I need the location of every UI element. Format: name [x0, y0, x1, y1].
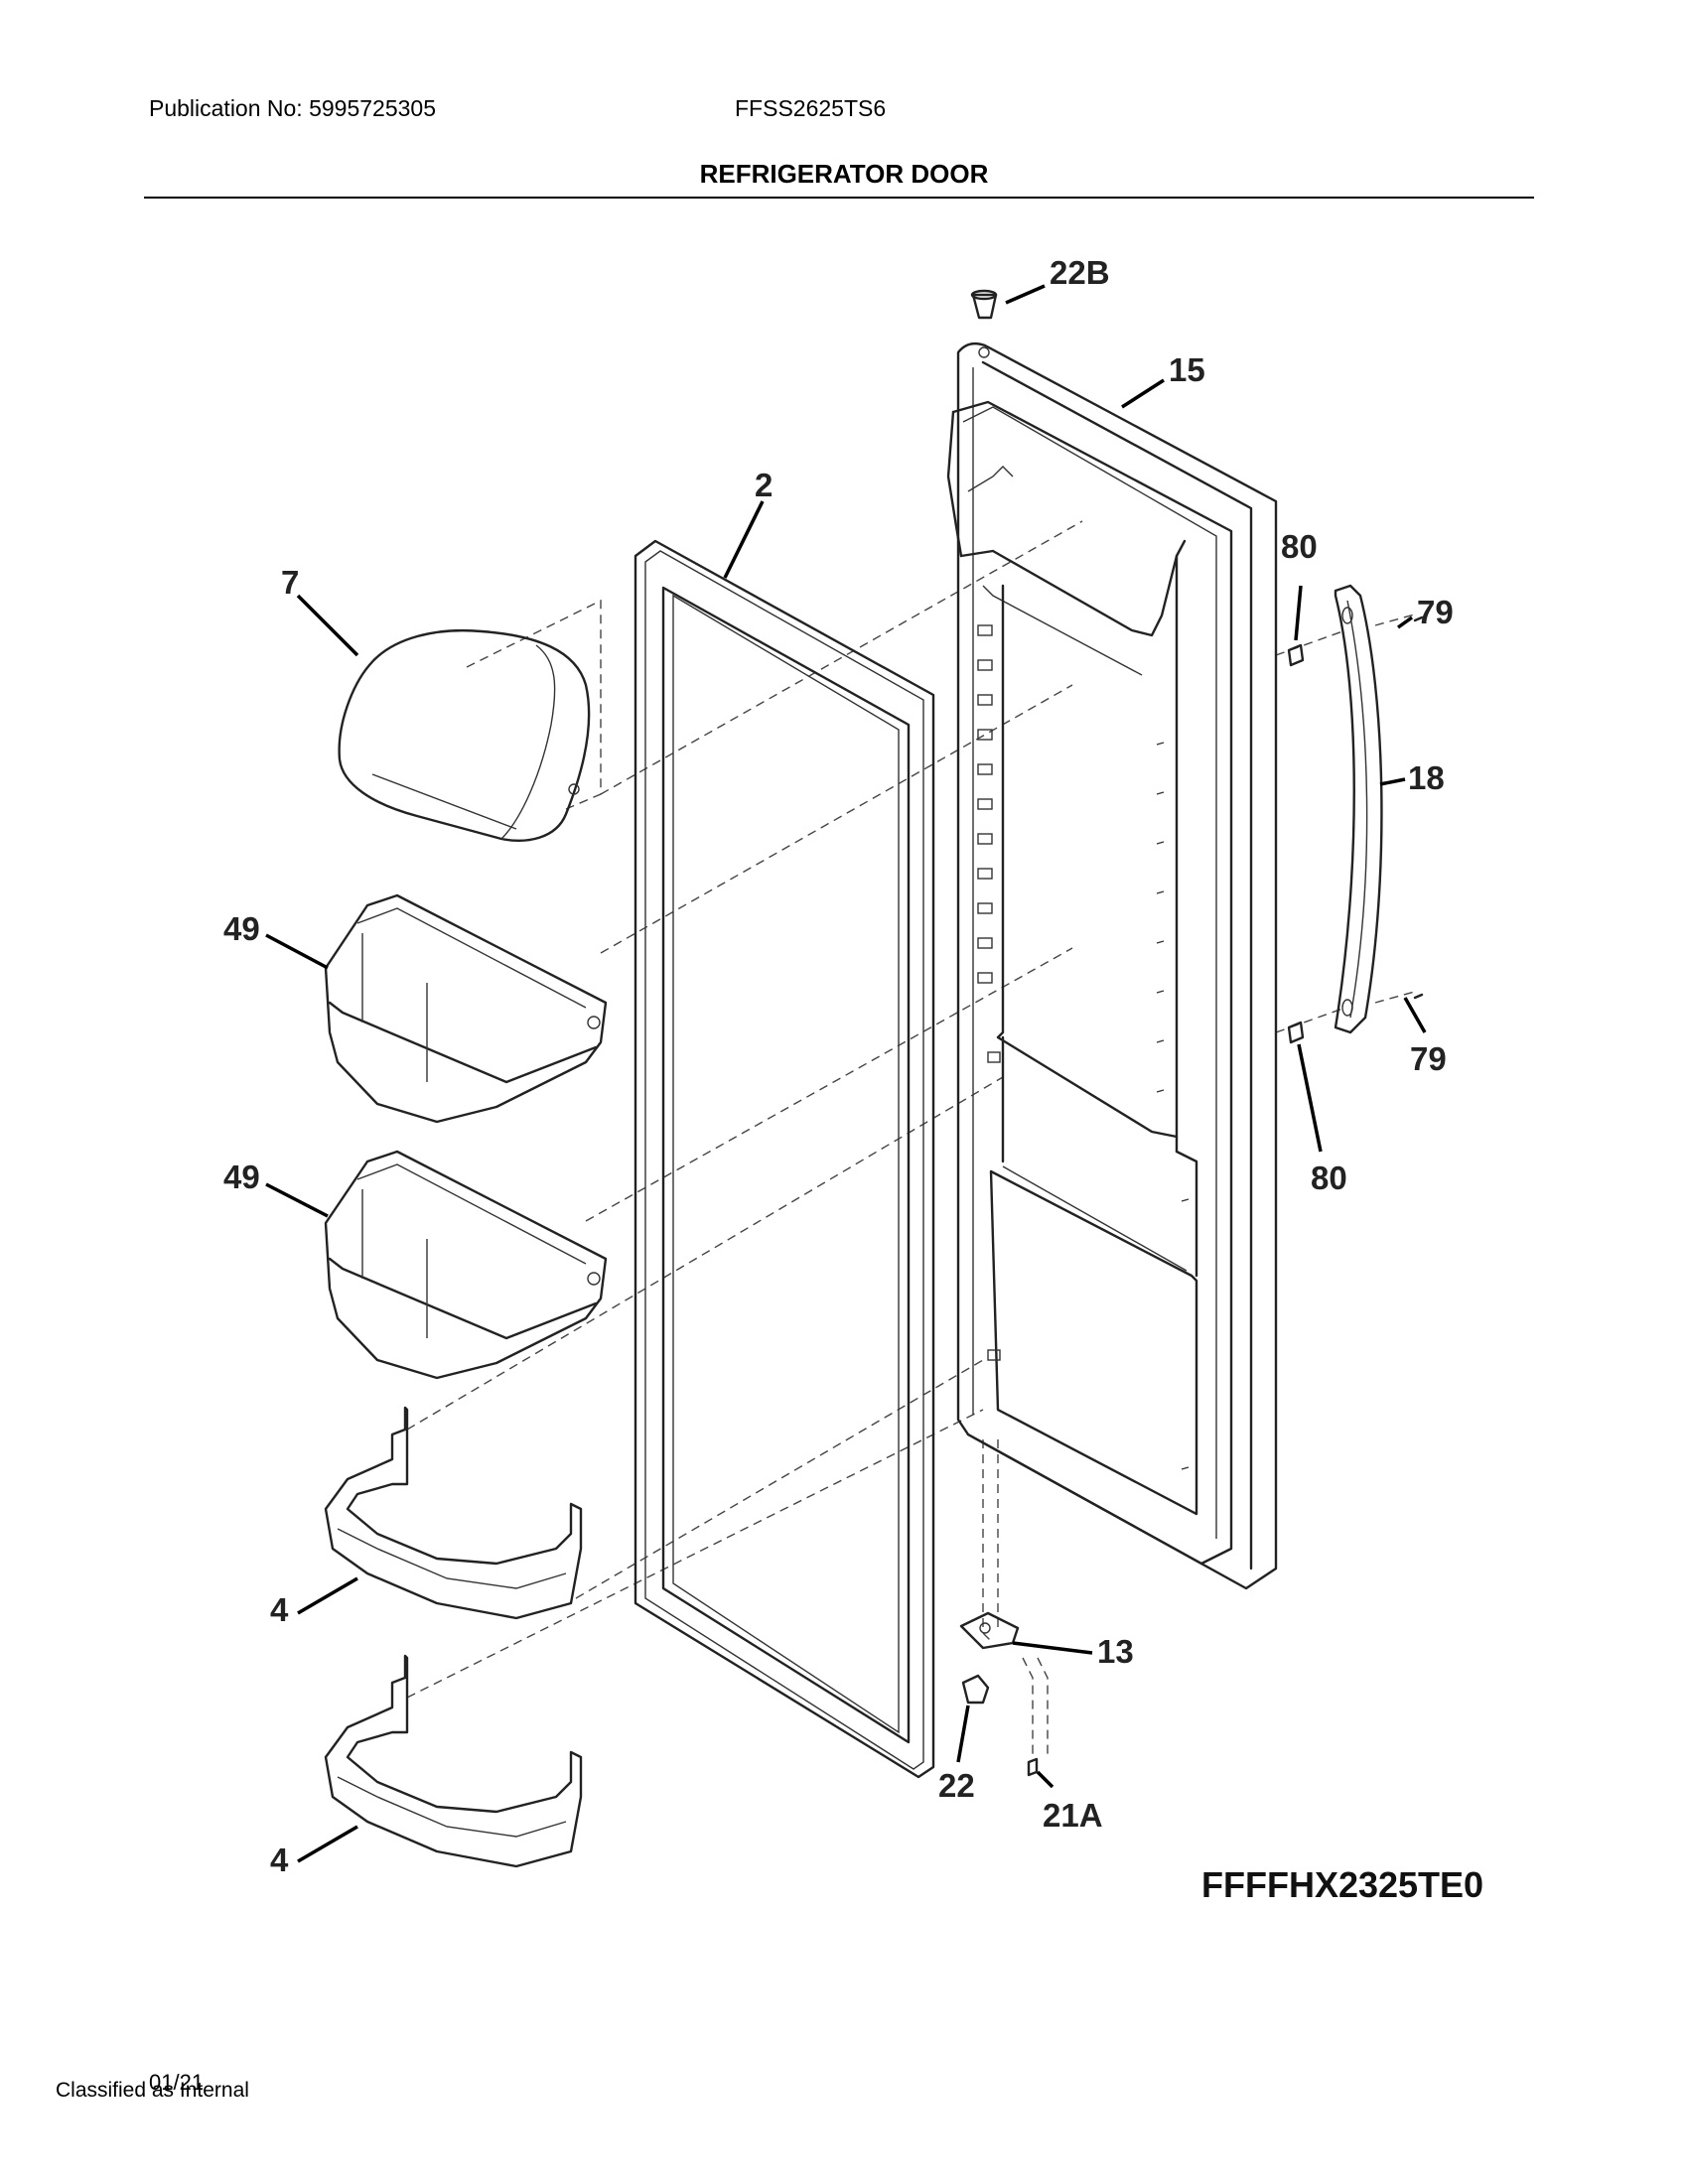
- part-18-handle: [1334, 584, 1383, 1034]
- part-80-studs: [1287, 643, 1305, 1044]
- callout-4-lower: 4: [270, 1842, 289, 1878]
- diagram-code: FFFFHX2325TE0: [1201, 1864, 1484, 1905]
- callout-80-upper: 80: [1281, 528, 1318, 565]
- callout-leaders: [265, 284, 1427, 1863]
- callout-2: 2: [755, 467, 773, 503]
- callout-49-lower: 49: [223, 1159, 260, 1195]
- part-15-door-liner: [946, 341, 1278, 1590]
- callout-22: 22: [938, 1767, 975, 1804]
- model-number: FFSS2625TS6: [735, 95, 887, 121]
- callout-79-lower: 79: [1410, 1040, 1447, 1077]
- part-79-screws: [1413, 615, 1424, 1000]
- shelf-clips: [977, 624, 1001, 1361]
- header-rule: [144, 197, 1534, 199]
- part-4-shelf-upper: [324, 1406, 583, 1620]
- page-title: REFRIGERATOR DOOR: [699, 159, 989, 189]
- callout-13: 13: [1097, 1633, 1134, 1670]
- part-22b-cap: [970, 289, 998, 320]
- part-22-bushing: [961, 1674, 990, 1705]
- callout-4-upper: 4: [270, 1591, 289, 1628]
- part-2-gasket: [633, 539, 935, 1779]
- callout-18: 18: [1408, 759, 1445, 796]
- callout-7: 7: [281, 564, 299, 601]
- callout-labels: 22B 15 2 7 80 79 18 49 49 79 80 13 4 22 …: [223, 254, 1454, 1878]
- classification-label: Classified as Internal: [56, 2079, 249, 2102]
- callout-22b: 22B: [1050, 254, 1110, 291]
- footer-date: 01/21: [149, 2070, 205, 2095]
- publication-number: Publication No: 5995725305: [149, 95, 437, 121]
- part-4-shelf-lower: [324, 1654, 583, 1868]
- part-49-bin-upper: [324, 893, 608, 1124]
- part-7-dairy-door: [338, 628, 591, 842]
- part-13-hinge: [959, 1611, 1020, 1650]
- side-rails: [1156, 742, 1190, 1470]
- callout-79-upper: 79: [1417, 594, 1454, 630]
- callout-49-upper: 49: [223, 910, 260, 947]
- callout-21a: 21A: [1043, 1797, 1103, 1834]
- part-49-bin-lower: [324, 1150, 608, 1380]
- alignment-lines: [406, 520, 1419, 1757]
- part-21a-screw: [1027, 1757, 1039, 1777]
- callout-80-lower: 80: [1311, 1160, 1347, 1196]
- callout-15: 15: [1169, 351, 1205, 388]
